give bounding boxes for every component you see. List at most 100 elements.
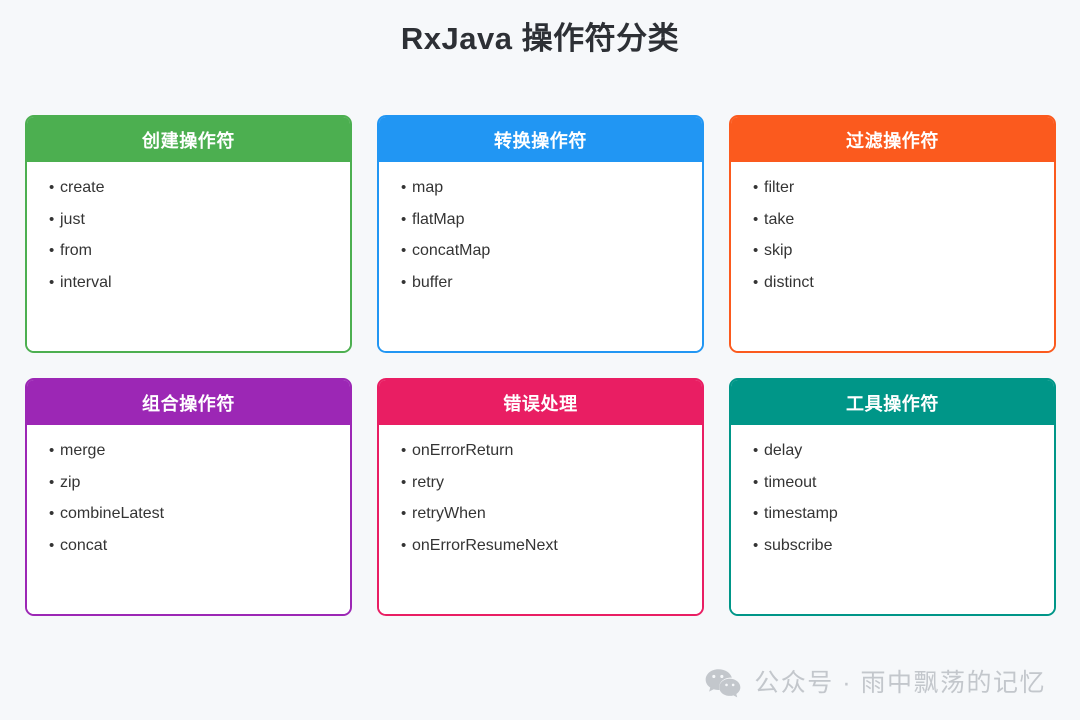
category-card-grid: 创建操作符 • create • just • from: [25, 115, 1056, 616]
card-header-filter-operators: 过滤操作符: [731, 117, 1054, 162]
card-header-label: 转换操作符: [494, 130, 587, 151]
operator-label: map: [412, 179, 444, 196]
category-card-utility-operators: 工具操作符 • delay • timeout • timestamp: [729, 378, 1056, 616]
category-card-combine-operators: 组合操作符 • merge • zip • combineLatest: [25, 378, 352, 616]
operator-label: take: [764, 210, 795, 228]
footer-watermark: 公众号 · 雨中飘荡的记忆: [705, 668, 1046, 698]
bullet-icon: •: [401, 210, 407, 228]
title-container: RxJava 操作符分类: [0, 0, 1080, 60]
bullet-icon: •: [401, 473, 407, 491]
list-item: • interval: [49, 273, 350, 291]
bullet-icon: •: [49, 442, 55, 459]
operator-label: concat: [60, 536, 108, 554]
bullet-icon: •: [401, 179, 407, 196]
bullet-icon: •: [753, 210, 759, 228]
operator-label: concatMap: [412, 242, 491, 259]
bullet-icon: •: [49, 473, 55, 491]
card-header-label: 工具操作符: [846, 393, 939, 414]
operator-label: skip: [764, 242, 793, 259]
category-card-create-operators: 创建操作符 • create • just • from: [25, 115, 352, 353]
bullet-icon: •: [753, 273, 759, 291]
card-header-label: 错误处理: [503, 393, 578, 414]
list-item: • timestamp: [753, 506, 1054, 522]
category-card-transform-operators: 转换操作符 • map • flatMap • concatMap: [377, 115, 704, 353]
card-header-label: 创建操作符: [142, 130, 235, 151]
category-card-error-handling: 错误处理 • onErrorReturn • retry • retryWhen: [377, 378, 704, 616]
list-item: • distinct: [753, 273, 1054, 291]
bullet-icon: •: [753, 505, 759, 522]
list-item: • onErrorReturn: [401, 443, 702, 459]
list-item: • delay: [753, 443, 1054, 459]
list-item: • buffer: [401, 273, 702, 291]
wechat-icon: [705, 668, 741, 698]
card-header-label: 过滤操作符: [846, 130, 939, 151]
operator-label: filter: [764, 179, 795, 196]
list-item: • retryWhen: [401, 506, 702, 522]
operator-label: onErrorReturn: [412, 442, 514, 459]
card-body-utility-operators: • delay • timeout • timestamp • subscrib…: [731, 425, 1054, 614]
bullet-icon: •: [49, 210, 55, 228]
bullet-icon: •: [49, 536, 55, 554]
list-item: • filter: [753, 180, 1054, 196]
list-item: • flatMap: [401, 210, 702, 228]
operator-list-transform-operators: • map • flatMap • concatMap • buffer: [401, 180, 702, 291]
list-item: • retry: [401, 473, 702, 491]
operator-label: retry: [412, 473, 444, 491]
bullet-icon: •: [401, 442, 407, 459]
operator-label: flatMap: [412, 210, 465, 228]
card-header-error-handling: 错误处理: [379, 380, 702, 425]
operator-label: buffer: [412, 273, 453, 291]
footer-text: 公众号 · 雨中飘荡的记忆: [754, 668, 1046, 697]
operator-label: interval: [60, 273, 112, 291]
operator-label: onErrorResumeNext: [412, 536, 558, 554]
card-body-filter-operators: • filter • take • skip • distinct: [731, 162, 1054, 351]
list-item: • onErrorResumeNext: [401, 536, 702, 554]
list-item: • zip: [49, 473, 350, 491]
operator-list-error-handling: • onErrorReturn • retry • retryWhen • on…: [401, 443, 702, 554]
page-title: RxJava 操作符分类: [400, 21, 680, 56]
bullet-icon: •: [49, 242, 55, 259]
bullet-icon: •: [49, 273, 55, 291]
operator-label: create: [60, 179, 105, 196]
bullet-icon: •: [753, 473, 759, 491]
list-item: • subscribe: [753, 536, 1054, 554]
operator-label: just: [60, 210, 85, 228]
bullet-icon: •: [753, 536, 759, 554]
bullet-icon: •: [49, 179, 55, 196]
list-item: • skip: [753, 243, 1054, 259]
bullet-icon: •: [401, 536, 407, 554]
bullet-icon: •: [401, 242, 407, 259]
list-item: • concatMap: [401, 243, 702, 259]
bullet-icon: •: [401, 273, 407, 291]
list-item: • concat: [49, 536, 350, 554]
operator-list-combine-operators: • merge • zip • combineLatest • concat: [49, 443, 350, 554]
list-item: • just: [49, 210, 350, 228]
operator-list-create-operators: • create • just • from • interval: [49, 180, 350, 291]
list-item: • map: [401, 180, 702, 196]
card-header-label: 组合操作符: [142, 393, 235, 414]
bullet-icon: •: [49, 505, 55, 522]
operator-list-filter-operators: • filter • take • skip • distinct: [753, 180, 1054, 291]
list-item: • merge: [49, 443, 350, 459]
category-card-filter-operators: 过滤操作符 • filter • take • skip: [729, 115, 1056, 353]
list-item: • create: [49, 180, 350, 196]
bullet-icon: •: [753, 179, 759, 196]
card-header-utility-operators: 工具操作符: [731, 380, 1054, 425]
list-item: • timeout: [753, 473, 1054, 491]
bullet-icon: •: [401, 505, 407, 522]
operator-label: combineLatest: [60, 505, 165, 522]
card-body-create-operators: • create • just • from • interval: [27, 162, 350, 351]
operator-label: timestamp: [764, 505, 838, 522]
card-body-transform-operators: • map • flatMap • concatMap • buffer: [379, 162, 702, 351]
card-header-combine-operators: 组合操作符: [27, 380, 350, 425]
bullet-icon: •: [753, 242, 759, 259]
operator-list-utility-operators: • delay • timeout • timestamp • subscrib…: [753, 443, 1054, 554]
operator-label: subscribe: [764, 536, 833, 554]
list-item: • take: [753, 210, 1054, 228]
operator-label: delay: [764, 442, 803, 459]
list-item: • combineLatest: [49, 506, 350, 522]
operator-label: merge: [60, 442, 106, 459]
card-body-error-handling: • onErrorReturn • retry • retryWhen • on…: [379, 425, 702, 614]
card-header-create-operators: 创建操作符: [27, 117, 350, 162]
